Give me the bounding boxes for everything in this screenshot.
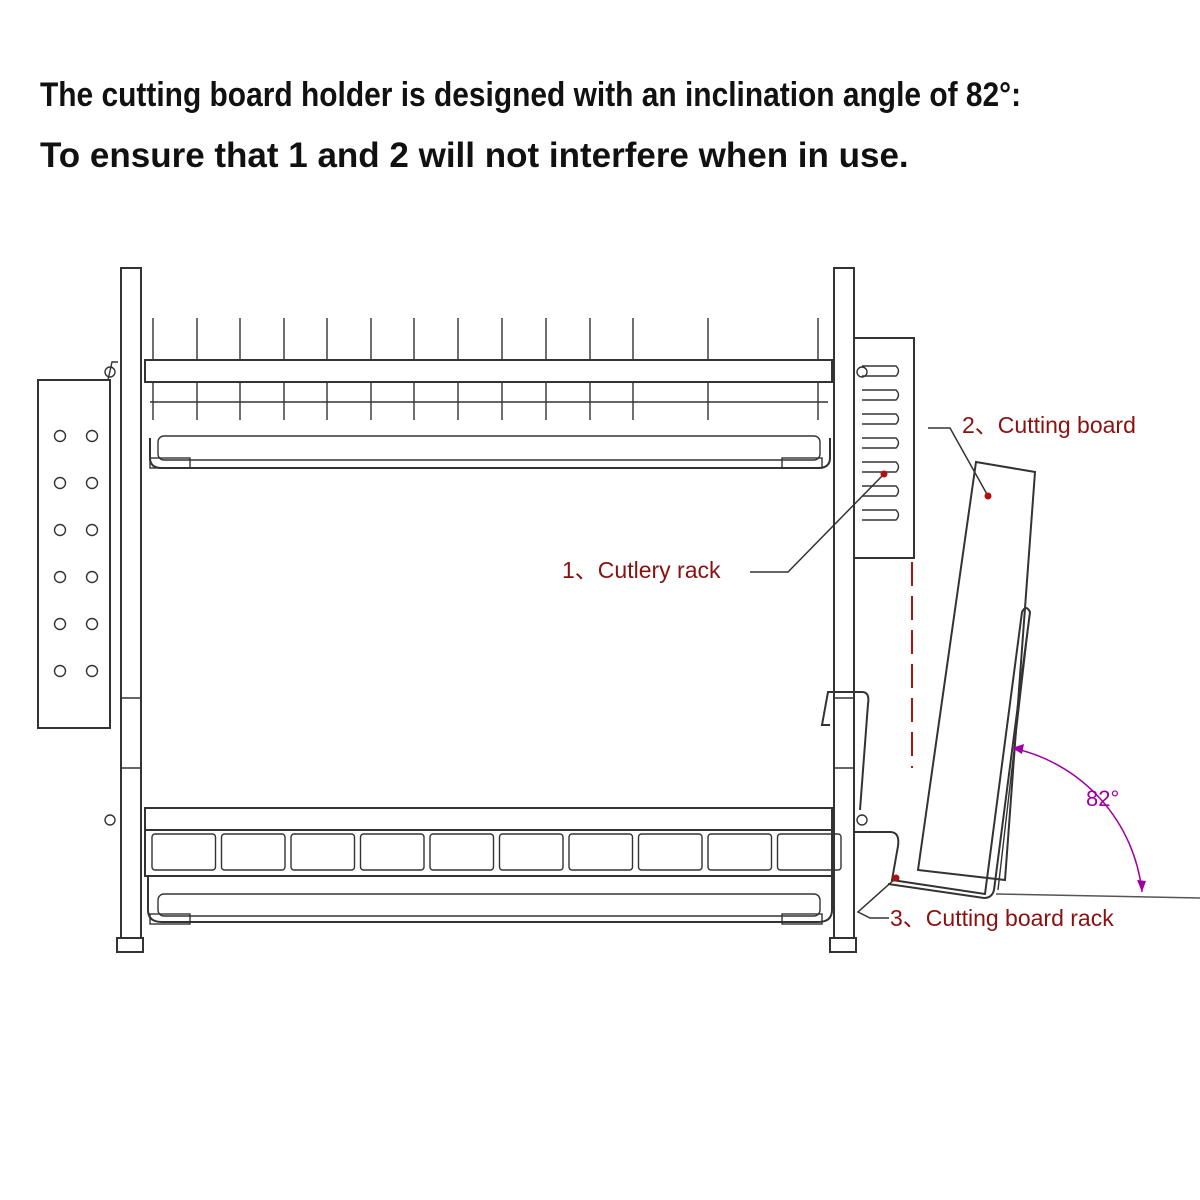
holder-hole	[53, 523, 67, 537]
cutlery-slot	[862, 509, 900, 521]
lower-dish-tier	[144, 807, 842, 925]
holder-hole	[53, 570, 67, 584]
lower-cup	[637, 833, 703, 871]
heading-line-2: To ensure that 1 and 2 will not interfer…	[40, 136, 909, 175]
callout-cutting-board: 2、Cutting board	[928, 412, 1136, 500]
right-post	[829, 267, 868, 953]
left-post	[104, 267, 144, 953]
lower-cup	[498, 833, 564, 871]
lower-cup	[429, 833, 495, 871]
callout-cutting-board-label: 2、Cutting board	[962, 412, 1136, 438]
cutlery-slot	[862, 365, 900, 377]
cutlery-slot	[862, 485, 900, 497]
cutlery-slot	[862, 413, 900, 425]
holder-hole	[53, 429, 67, 443]
callout-cutlery-rack-label: 1、Cutlery rack	[562, 557, 721, 583]
holder-hole	[85, 617, 99, 631]
angle-annotation: 82°	[995, 744, 1200, 899]
callout-cutting-board-rack: 3、Cutting board rack	[856, 874, 1114, 931]
cutting-board-rack	[854, 607, 1032, 900]
holder-hole	[85, 523, 99, 537]
cutlery-slot	[862, 461, 900, 473]
heading-line-1: The cutting board holder is designed wit…	[40, 76, 1022, 114]
lower-cup	[220, 833, 286, 871]
holder-hole	[53, 476, 67, 490]
cutting-board	[916, 460, 1037, 882]
angle-label: 82°	[1086, 786, 1119, 811]
upper-dish-tier	[144, 318, 833, 469]
cutlery-slot	[862, 389, 900, 401]
lower-cup	[290, 833, 356, 871]
holder-hole	[85, 570, 99, 584]
knife-holder	[37, 361, 118, 729]
callout-cutlery-rack: 1、Cutlery rack	[562, 470, 888, 583]
holder-hole	[85, 476, 99, 490]
lower-cup	[776, 833, 842, 871]
lower-cup	[707, 833, 773, 871]
cutlery-rack	[853, 337, 915, 559]
side-hook	[820, 691, 870, 811]
holder-hole	[53, 664, 67, 678]
callout-cutting-board-rack-label: 3、Cutting board rack	[890, 905, 1114, 931]
lower-cup	[151, 833, 217, 871]
lower-cup	[359, 833, 425, 871]
holder-hole	[85, 664, 99, 678]
lower-cup	[568, 833, 634, 871]
holder-hole	[85, 429, 99, 443]
cutlery-slot	[862, 437, 900, 449]
holder-hole	[53, 617, 67, 631]
